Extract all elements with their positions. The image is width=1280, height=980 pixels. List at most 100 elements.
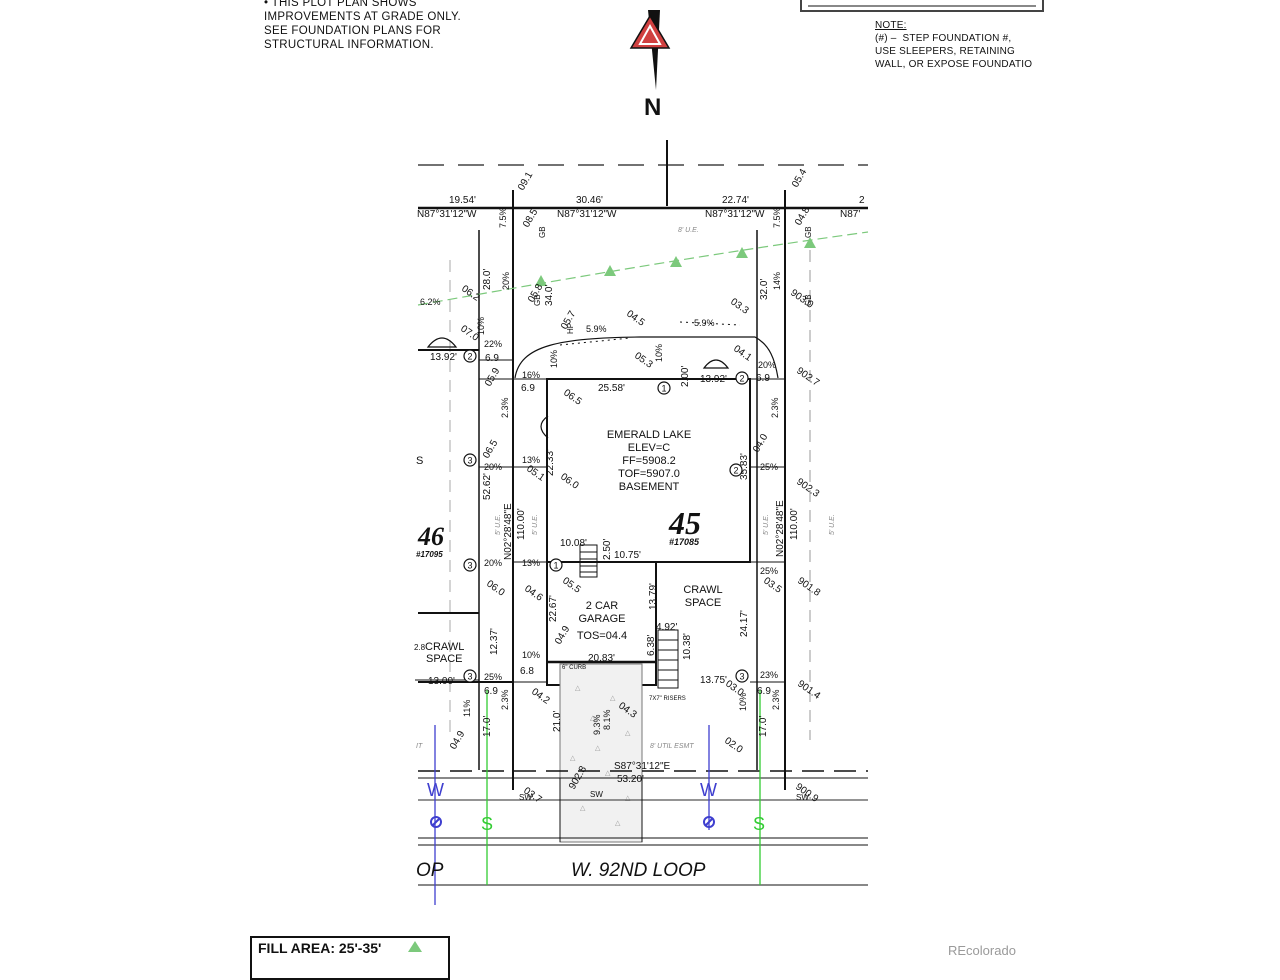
elevation-label: 05.9: [483, 366, 502, 389]
slope-label: 5.9%: [586, 324, 607, 334]
elevation-label: 04.6: [522, 583, 545, 603]
svg-text:GARAGE: GARAGE: [578, 613, 625, 625]
dimension-label: 2.50': [602, 539, 613, 560]
slope-label: 20%: [758, 360, 776, 370]
svg-text:2.8: 2.8: [414, 643, 426, 652]
note-line-1: • THIS PLOT PLAN SHOWS: [264, 0, 417, 9]
marker-tag: SW: [519, 793, 532, 802]
svg-text:△: △: [580, 805, 586, 812]
bearing-north-2: N87°31'12"W: [557, 209, 617, 220]
step-foundation-marker: 1: [657, 381, 671, 395]
dimension-labels: 34.0'32.0'28.0'25.58'13.92'13.92'2.00'22…: [428, 269, 771, 737]
distance-4: 2: [859, 195, 865, 206]
svg-text:TOS=04.4: TOS=04.4: [577, 630, 627, 642]
fill-marker-icon: [408, 941, 422, 952]
note-tr-line-2: USE SLEEPERS, RETAINING: [875, 46, 1016, 57]
slope-label: 14%: [772, 272, 782, 290]
fill-area-legend: FILL AREA: 25'-35': [250, 936, 450, 980]
slope-label: 5.9%: [694, 318, 715, 328]
slope-label: 2.3%: [500, 397, 510, 418]
dimension-label: 24.17': [739, 610, 750, 637]
north-arrow-icon: [629, 10, 671, 90]
driveway-texture: △△△△△△△△△△: [570, 685, 631, 827]
easement-east: 5' U.E.: [763, 514, 770, 535]
dimension-label: 22.33': [545, 449, 556, 476]
slope-label: 20%: [501, 272, 511, 290]
step-foundation-marker: 2: [729, 463, 743, 477]
dimension-label: 12.37': [489, 628, 500, 655]
water-label-1: W: [427, 780, 444, 800]
dimension-label: 4.92': [656, 622, 677, 633]
dimension-label: 13.92': [700, 374, 727, 385]
svg-text:SPACE: SPACE: [426, 653, 462, 665]
distance-1: 19.54': [449, 195, 476, 206]
stairs-icon: [579, 544, 679, 689]
easement-north: 8' U.E.: [678, 227, 699, 234]
dimension-label: 10.08': [560, 538, 587, 549]
dimension-label: 21.0': [552, 711, 563, 732]
step-foundation-marker: 1: [549, 558, 563, 572]
dimension-label: 13.00': [428, 676, 455, 687]
dimension-label: 6.9: [756, 373, 770, 384]
dimension-label: 34.0': [544, 285, 555, 306]
elevation-label: 06.0: [484, 578, 507, 598]
easement-south: 8' UTIL ESMT: [650, 743, 694, 750]
elevation-label: 901.4: [795, 678, 822, 702]
note-heading: NOTE:: [875, 20, 907, 31]
bearing-north-3: N87°31'12"W: [705, 209, 765, 220]
street-name-fragment: OP: [416, 860, 444, 881]
dimension-label: 6.9: [757, 686, 771, 697]
drainage-arrows: [559, 321, 741, 346]
title-block-fragment: [800, 0, 1044, 12]
step-foundation-marker: 3: [735, 669, 749, 683]
elevation-label: 04.0: [751, 432, 770, 455]
dimension-label: 52.62': [482, 473, 493, 500]
dimension-label: 6.38': [646, 635, 657, 656]
marker-tag: GB: [804, 226, 813, 238]
svg-text:2: 2: [739, 374, 744, 384]
dimension-label: 32.0': [759, 279, 770, 300]
crawl-space-label: CRAWL SPACE: [683, 584, 722, 609]
slope-label: 2.3%: [770, 397, 780, 418]
curb-note: 6" CURB: [562, 665, 586, 671]
distance-2: 30.46': [576, 195, 603, 206]
svg-text:△: △: [625, 730, 631, 737]
water-label-2: W: [700, 780, 717, 800]
dimension-label: 10.38': [682, 633, 693, 660]
distance-east-side: 110.00': [789, 508, 800, 540]
dimension-label: 6.9: [484, 686, 498, 697]
svg-text:△: △: [570, 755, 576, 762]
easement-west: 5' U.E.: [495, 514, 502, 535]
elevation-label: 06.0: [558, 471, 581, 491]
svg-text:3: 3: [467, 456, 472, 466]
slope-label: 10%: [476, 317, 486, 335]
dimension-label: 6.9: [485, 353, 499, 364]
svg-text:2 CAR: 2 CAR: [586, 600, 618, 612]
watermark: REcolorado: [948, 943, 1016, 958]
elevation-label: 04.9: [553, 624, 572, 647]
street-name: W. 92ND LOOP: [571, 860, 706, 881]
distance-west-side: 110.00': [516, 508, 527, 540]
elevation-label: 08.5: [521, 207, 540, 230]
sewer-label-2: S: [753, 814, 765, 834]
slope-label: 10%: [549, 350, 559, 368]
house-top-of-foundation: TOF=5907.0: [618, 468, 680, 480]
svg-text:△: △: [615, 820, 621, 827]
svg-text:3: 3: [467, 672, 472, 682]
note-tr-line-1: (#) – STEP FOUNDATION #,: [875, 33, 1012, 44]
water-valve-icons: [430, 816, 715, 828]
slope-label: 9.3%: [592, 714, 602, 735]
house-elevation: ELEV=C: [628, 442, 671, 454]
note-line-3: SEE FOUNDATION PLANS FOR: [264, 25, 441, 37]
slope-label: 25%: [484, 672, 502, 682]
dimension-label: 2.00': [680, 366, 691, 387]
slope-label: 11%: [462, 700, 472, 717]
neighbor-lot-number: 46: [417, 522, 444, 551]
dimension-label: 13.79': [648, 583, 659, 610]
slope-label: 16%: [522, 370, 540, 380]
elevation-label: 06.5: [561, 387, 584, 407]
house-label: EMERALD LAKE ELEV=C FF=5908.2 TOF=5907.0…: [607, 429, 691, 493]
neighbor-lot-address: #17095: [416, 550, 443, 559]
